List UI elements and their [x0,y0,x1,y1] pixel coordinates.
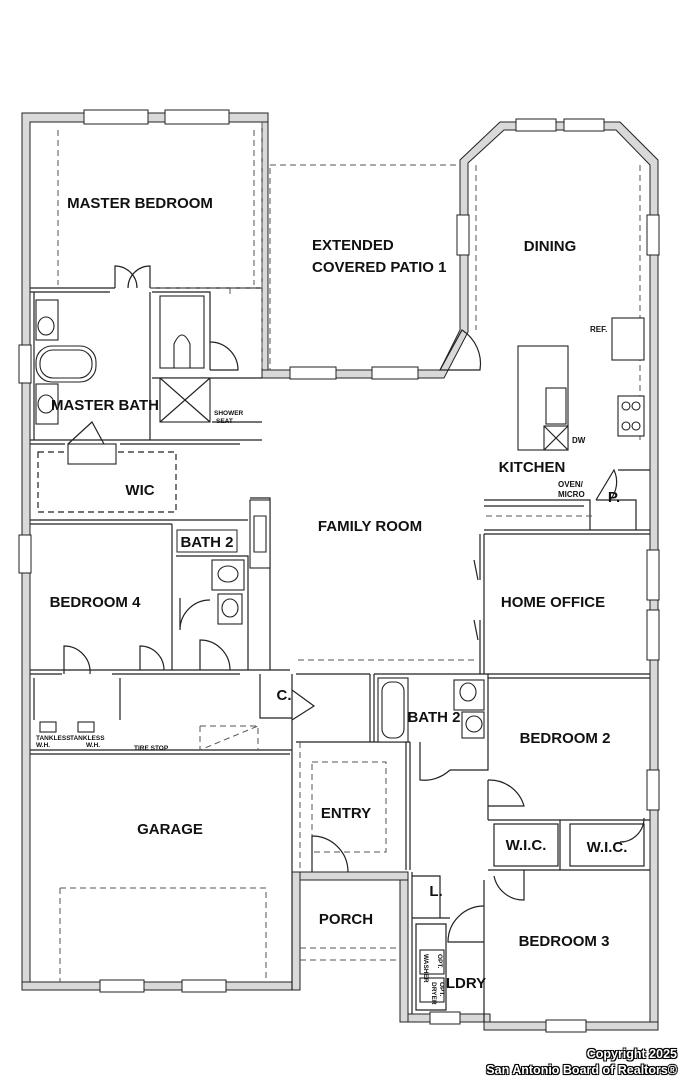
label-oven-2: MICRO [558,490,585,499]
label-dining: DINING [524,238,577,255]
label-bedroom4: BEDROOM 4 [50,594,142,611]
windows [18,109,660,1033]
label-patio-line2: COVERED PATIO 1 [312,259,446,276]
label-porch: PORCH [319,911,373,928]
label-tankless-1: TANKLESS [36,735,71,742]
label-home-office: HOME OFFICE [501,594,605,611]
label-dw: DW [572,436,586,445]
label-bath2-top: BATH 2 [180,534,233,551]
label-oven-1: OVEN/ [558,480,584,489]
label-shower-seat-1: SHOWER [214,410,244,417]
label-master-bedroom: MASTER BEDROOM [67,195,213,212]
label-wic: WIC [125,482,154,499]
label-garage: GARAGE [137,821,203,838]
label-linen: L. [429,883,442,900]
copyright-line2: San Antonio Board of Realtors® [486,1063,677,1077]
label-bedroom3: BEDROOM 3 [519,933,610,950]
label-family-room: FAMILY ROOM [318,518,422,535]
label-ref: REF. [590,325,607,334]
label-wic-a: W.I.C. [506,837,547,854]
label-wh-1: W.H. [36,742,50,749]
label-bedroom2: BEDROOM 2 [520,730,611,747]
label-opt-1: OPT. [436,954,443,969]
fixtures [35,295,645,1003]
label-tire-stop: TIRE STOP [134,745,169,752]
bath2-top-box [176,529,238,553]
label-opt-washer: WASHER [422,954,429,983]
exterior-walls [21,112,659,1031]
label-wic-b: W.I.C. [587,839,628,856]
label-closet-c: C. [277,687,292,704]
label-pantry: P. [608,489,620,506]
label-patio-line1: EXTENDED [312,237,394,254]
label-opt-dryer: DRYER [430,982,437,1005]
label-wh-2: W.H. [86,742,100,749]
label-ldry: LDRY [446,975,486,992]
interior-walls [30,287,650,1022]
label-entry: ENTRY [321,805,371,822]
label-tankless-2: TANKLESS [70,735,105,742]
label-shower-seat-2: SEAT [216,418,233,425]
label-master-bath: MASTER BATH [51,397,159,414]
label-kitchen: KITCHEN [499,459,566,476]
label-bath2-mid: BATH 2 [407,709,460,726]
label-opt-2: OPT. [438,982,445,997]
copyright-line1: Copyright 2025 [586,1047,677,1061]
room-labels: MASTER BEDROOM EXTENDED COVERED PATIO 1 … [36,195,627,1005]
dashed-lines [57,122,641,982]
door-swings [63,265,645,943]
